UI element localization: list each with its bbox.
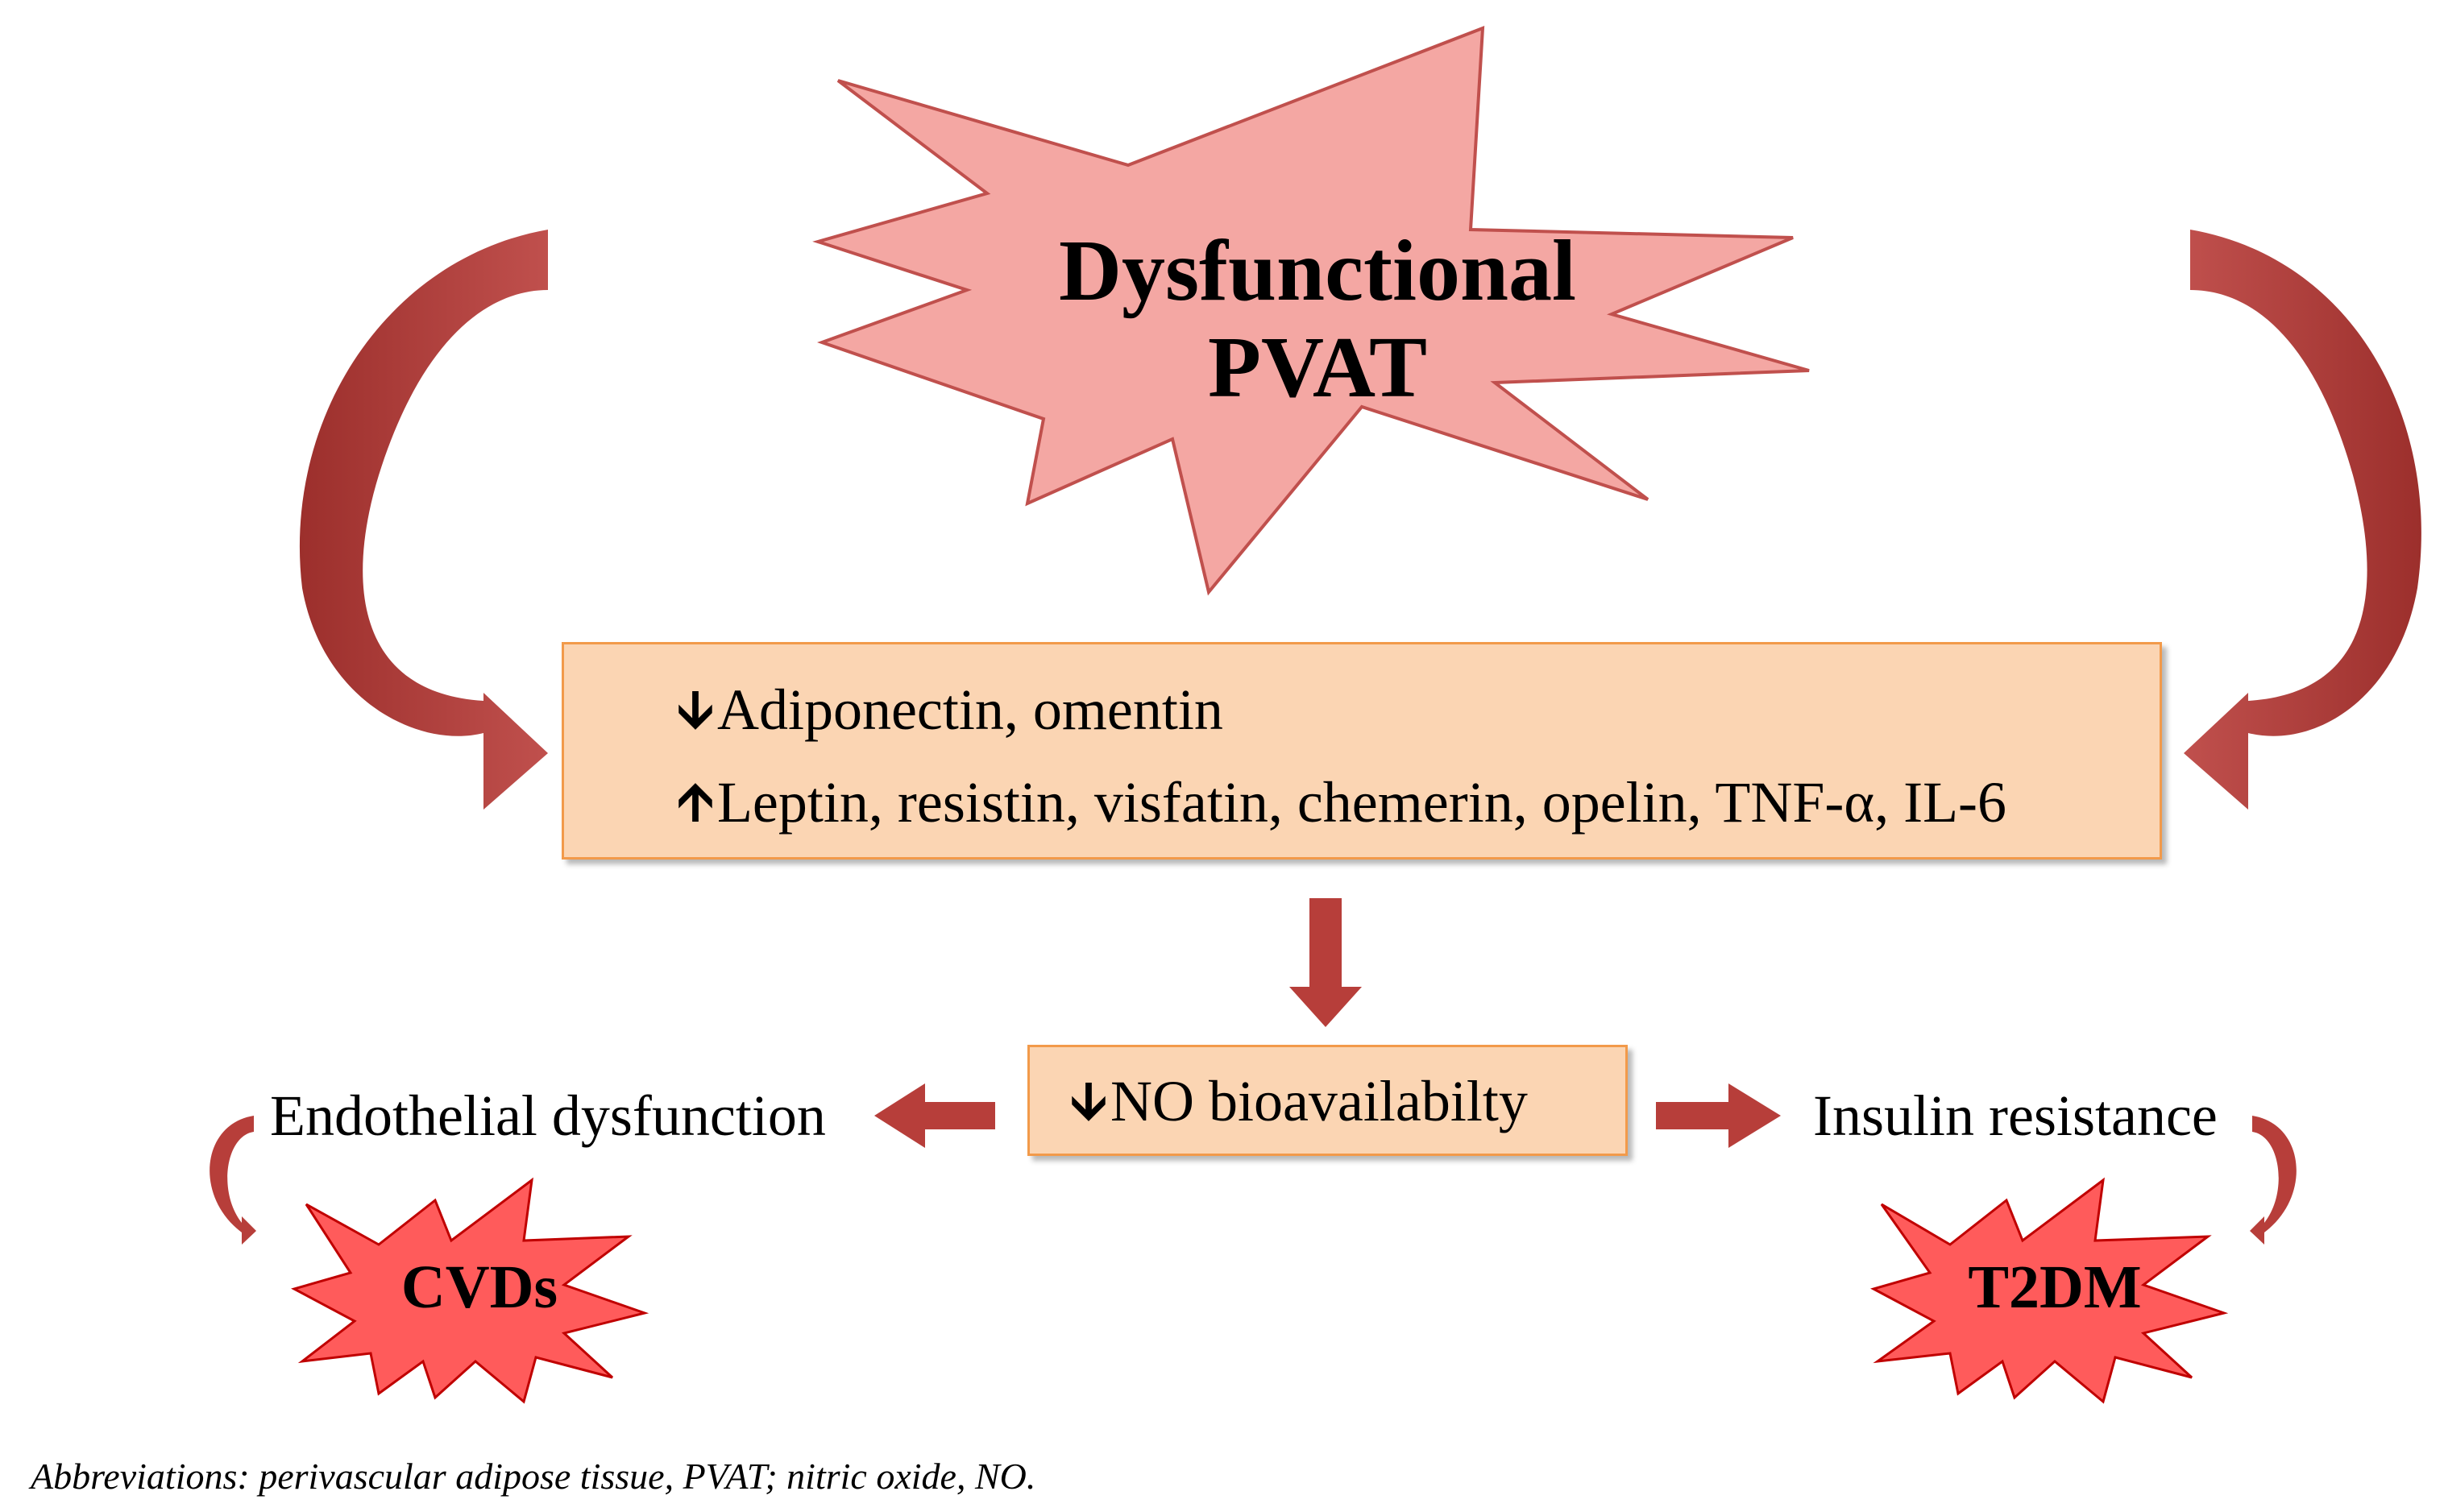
- down-arrow-icon: 🡫: [677, 680, 714, 739]
- left-curved-arrow: [299, 230, 548, 810]
- no-bioavailability-text: NO bioavailabilty: [1110, 1069, 1528, 1133]
- adipokine-box: [562, 642, 2162, 860]
- right-curved-arrow: [2184, 230, 2421, 810]
- cvds-star-shape: [291, 1177, 649, 1404]
- t2dm-star-shape: [1870, 1177, 2229, 1404]
- decrease-text: Adiponectin, omentin: [716, 677, 1223, 742]
- increase-text: Leptin, resistin, visfatin, chemerin, op…: [716, 770, 2007, 835]
- no-bioavailability-line: 🡫 NO bioavailabilty: [1070, 1065, 1528, 1137]
- down-arrow-icon: 🡫: [1070, 1071, 1107, 1131]
- abbreviations-footnote: Abbreviations: perivascular adipose tiss…: [31, 1456, 1036, 1497]
- left-arrow: [874, 1083, 995, 1148]
- title-line-2: PVAT: [1207, 320, 1428, 416]
- insulin-resistance-label: Insulin resistance: [1813, 1083, 2218, 1148]
- adipokine-decrease-line: 🡫 Adiponectin, omentin: [677, 673, 1223, 746]
- t2dm-label: T2DM: [1968, 1253, 2142, 1321]
- adipokine-increase-line: 🡩 Leptin, resistin, visfatin, chemerin, …: [677, 766, 2006, 839]
- up-arrow-icon: 🡩: [677, 773, 714, 832]
- right-arrow: [1656, 1083, 1781, 1148]
- big-star-shape: [812, 26, 1810, 596]
- no-bioavailability-box: [1027, 1045, 1628, 1156]
- down-arrow: [1289, 898, 1362, 1027]
- left-small-curved-arrow: [210, 1116, 256, 1245]
- title-line-1: Dysfunctional: [1058, 223, 1577, 319]
- right-small-curved-arrow: [2250, 1116, 2297, 1245]
- endothelial-dysfunction-label: Endothelial dysfunction: [270, 1083, 826, 1148]
- cvds-label: CVDs: [400, 1253, 558, 1321]
